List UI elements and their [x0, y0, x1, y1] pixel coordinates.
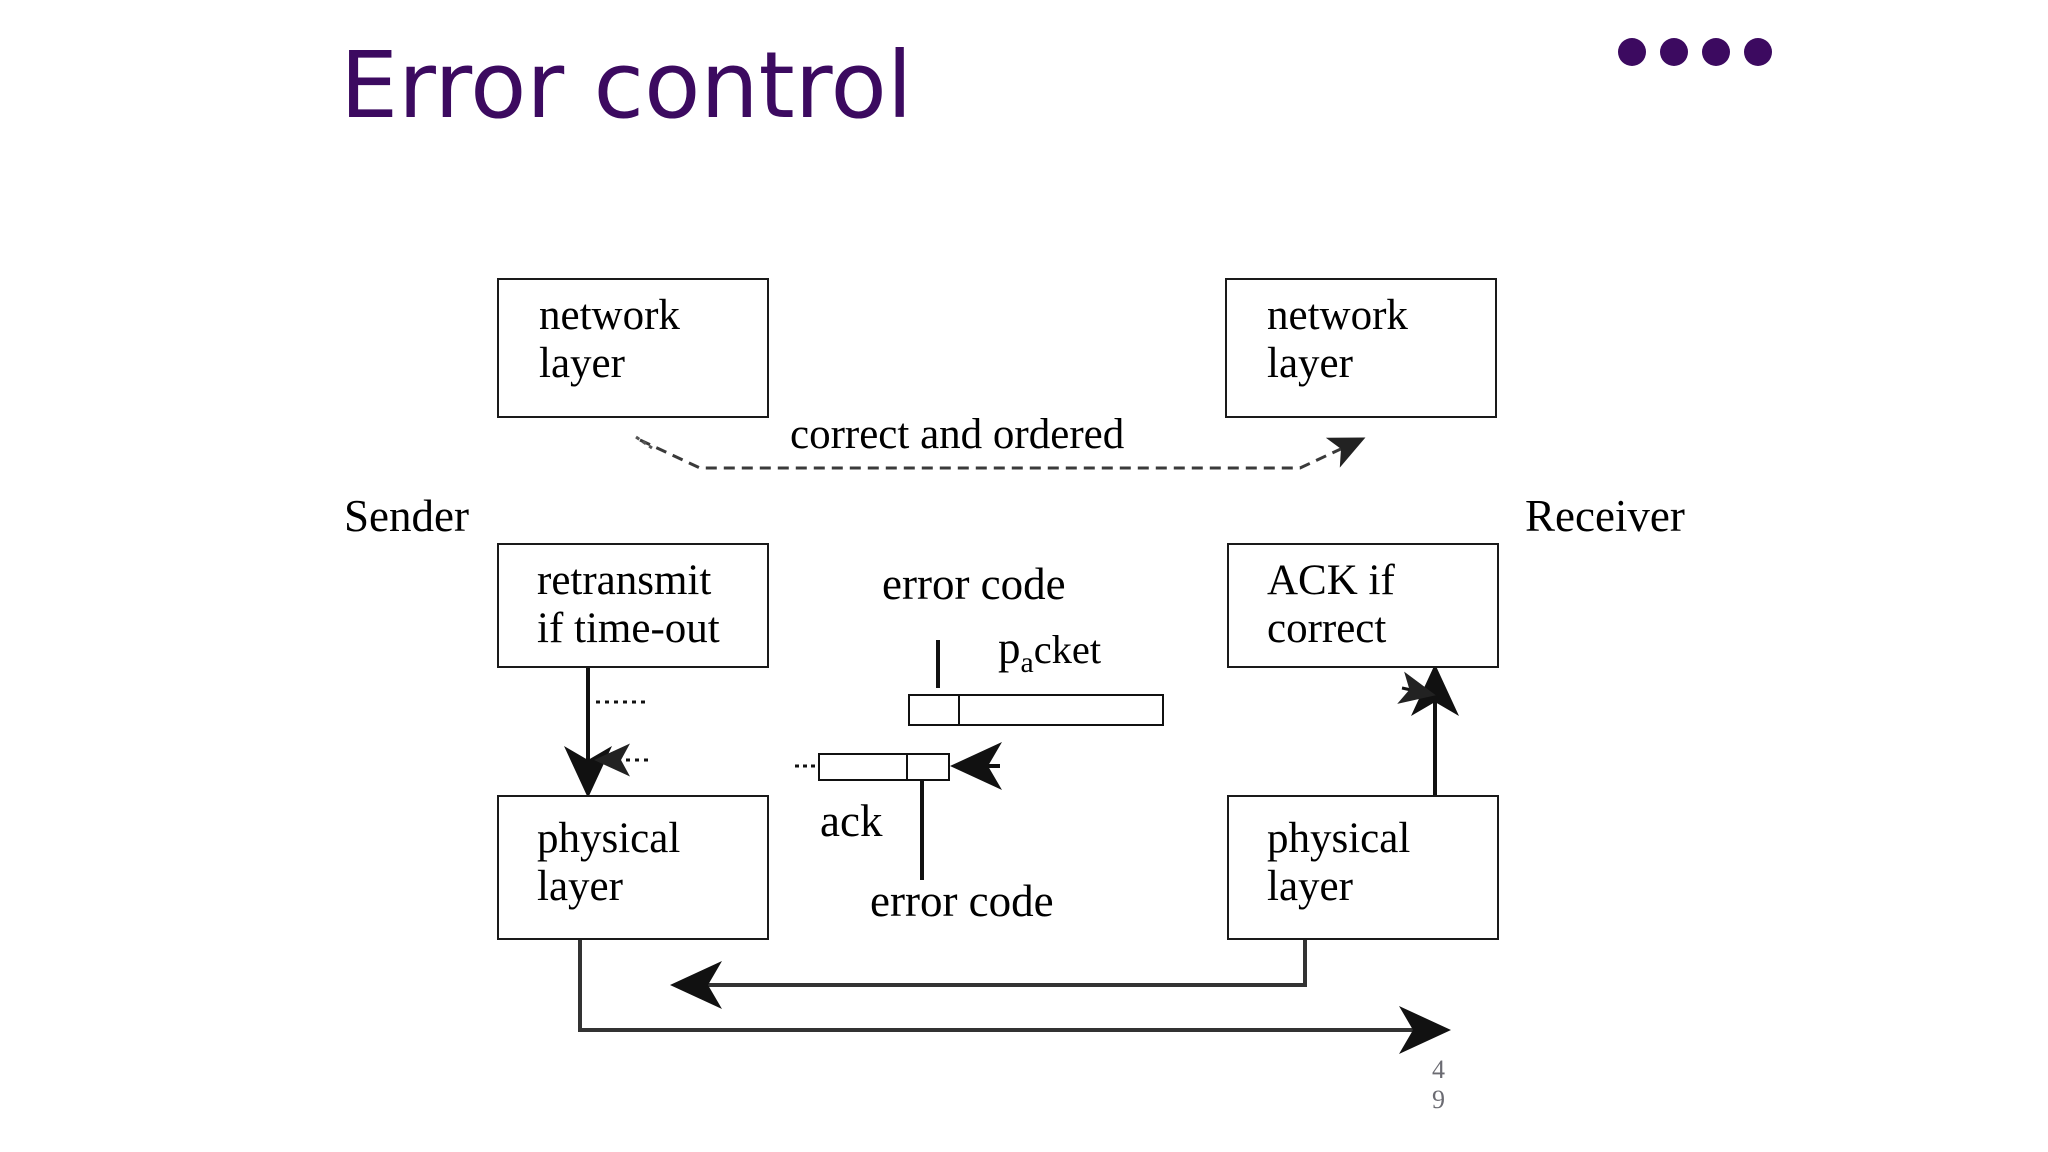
box-ack-if-correct: ACK if correct	[1227, 543, 1499, 668]
box-network-layer-left: network layer	[497, 278, 769, 418]
box-line: physical	[1267, 815, 1411, 862]
packet-prefix: p	[998, 623, 1021, 673]
packet-strip-header-cell	[910, 696, 960, 724]
box-line: layer	[1267, 863, 1353, 911]
box-line: layer	[539, 340, 625, 388]
packet-suffix: cket	[1033, 627, 1102, 672]
box-line: layer	[537, 863, 623, 911]
page-title: Error control	[340, 32, 913, 139]
page-number-digit: 4	[1432, 1055, 1445, 1084]
decorative-dots	[1618, 38, 1772, 66]
box-line: correct	[1267, 605, 1387, 653]
box-line: network	[539, 292, 680, 339]
box-line: physical	[537, 815, 681, 862]
dot-icon	[1660, 38, 1688, 66]
box-line: ACK if	[1267, 557, 1395, 604]
page-number: 4 9	[1432, 1055, 1445, 1115]
label-error-code-top: error code	[882, 559, 1066, 609]
packet-strip	[908, 694, 1164, 726]
ack-strip	[818, 753, 950, 781]
box-physical-layer-right: physical layer	[1227, 795, 1499, 940]
dot-icon	[1702, 38, 1730, 66]
dot-icon	[1744, 38, 1772, 66]
label-packet: packet	[998, 622, 1101, 680]
box-line: if time-out	[537, 605, 720, 653]
label-sender: Sender	[344, 491, 469, 541]
label-receiver: Receiver	[1525, 491, 1685, 541]
label-error-code-bottom: error code	[870, 876, 1054, 926]
box-line: retransmit	[537, 557, 712, 604]
box-line: layer	[1267, 340, 1353, 388]
box-retransmit-if-timeout: retransmit if time-out	[497, 543, 769, 668]
packet-strip-payload-cell	[960, 696, 1162, 724]
box-network-layer-right: network layer	[1225, 278, 1497, 418]
page-number-digit: 9	[1432, 1085, 1445, 1114]
ack-strip-tail-cell	[908, 755, 948, 779]
box-physical-layer-left: physical layer	[497, 795, 769, 940]
label-correct-and-ordered: correct and ordered	[790, 411, 1125, 458]
box-line: network	[1267, 292, 1408, 339]
ack-strip-payload-cell	[820, 755, 908, 779]
label-ack: ack	[820, 796, 883, 846]
packet-subscript: a	[1020, 646, 1034, 679]
dot-icon	[1618, 38, 1646, 66]
